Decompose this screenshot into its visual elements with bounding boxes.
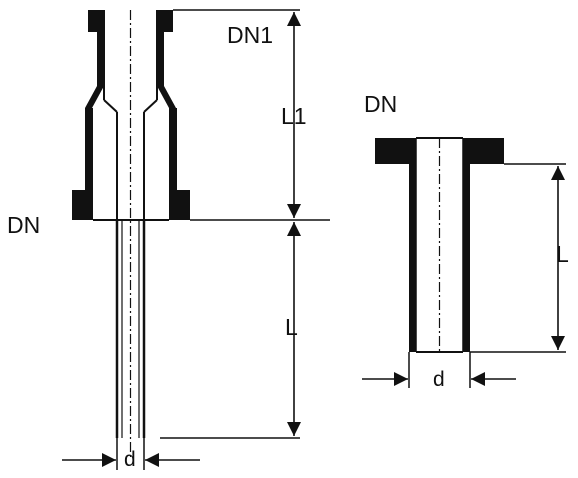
left-d-label: d — [124, 448, 136, 471]
left-top-flange-left — [88, 10, 104, 32]
left-l-label: L — [285, 314, 298, 340]
right-pipe-wall-left — [409, 138, 416, 352]
left-upper-wall-left — [85, 32, 104, 108]
left-body-wall-right — [169, 108, 177, 194]
left-top-flange-right — [157, 10, 173, 32]
right-d-label: d — [433, 368, 445, 391]
left-dn1-label: DN1 — [227, 22, 273, 48]
right-l-label: L — [556, 241, 569, 267]
left-inner-taper-right — [143, 99, 158, 113]
right-pipe-wall-right — [463, 138, 470, 352]
left-l1-label: L1 — [281, 103, 307, 129]
left-fitting — [72, 10, 190, 460]
right-fitting — [375, 137, 504, 353]
left-dn-label: DN — [7, 212, 40, 238]
left-bottom-flange-right — [169, 190, 190, 220]
left-inner-taper-left — [103, 99, 118, 113]
right-dn-label: DN — [364, 91, 397, 117]
left-upper-wall-right — [157, 32, 176, 108]
left-bottom-flange-left — [72, 190, 93, 220]
left-body-wall-left — [85, 108, 93, 194]
